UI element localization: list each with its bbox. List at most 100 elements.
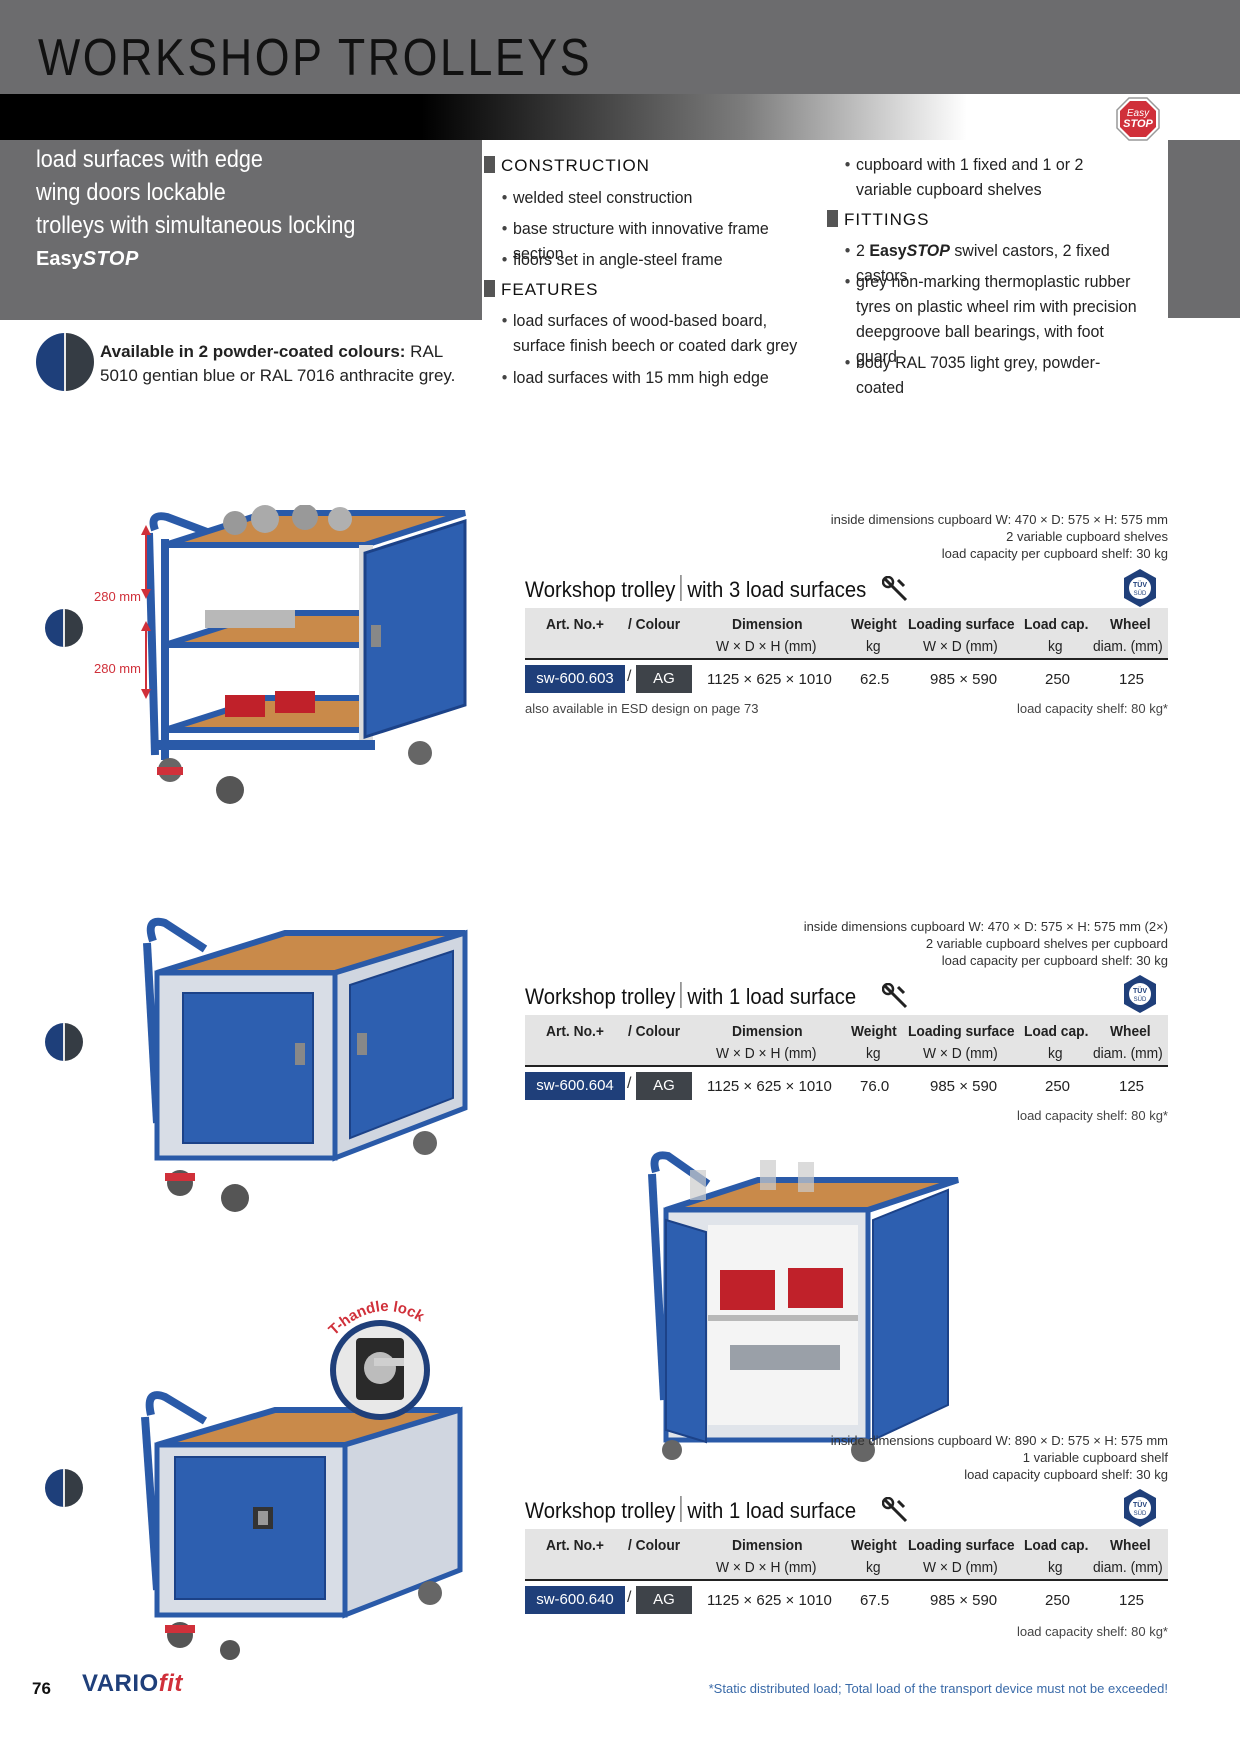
wheel-value: 125 <box>1119 1078 1145 1095</box>
features-item: cupboard with 1 fixed and 1 or 2 variabl… <box>845 152 1138 202</box>
header-gradient-bar <box>0 94 1240 140</box>
variofit-logo: VARIOfit <box>82 1670 183 1697</box>
col-art-no: Art. No.+ <box>546 616 604 633</box>
svg-text:TÜV: TÜV <box>1133 1500 1147 1509</box>
colour-swatch-icon <box>45 1469 83 1507</box>
svg-text:TÜV: TÜV <box>1133 580 1147 589</box>
col-wheel: Wheel <box>1110 1537 1151 1554</box>
svg-text:SÜD: SÜD <box>1134 996 1147 1003</box>
t-handle-lock-label: T-handle lock <box>326 1298 428 1339</box>
t-handle-lock-image <box>330 1320 430 1420</box>
col-loading-unit: W × D (mm) <box>923 638 998 655</box>
cupboard-info: inside dimensions cupboard W: 470 × D: 5… <box>830 512 1168 561</box>
badge-line2: STOP <box>1123 118 1153 130</box>
col-dimension: Dimension <box>732 616 803 633</box>
load-cap-value: 250 <box>1045 671 1071 688</box>
available-bold: Available in 2 powder-coated colours: <box>100 342 406 361</box>
spec-table-header <box>525 1529 1168 1579</box>
intro-line-1: load surfaces with edge <box>36 146 263 173</box>
col-loading-surface: Loading surface <box>908 1537 1015 1554</box>
col-loading-unit: W × D (mm) <box>923 1045 998 1062</box>
svg-text:SÜD: SÜD <box>1134 1510 1147 1517</box>
article-number[interactable]: sw-600.603 <box>525 665 625 693</box>
loading-surface-value: 985 × 590 <box>930 1592 998 1609</box>
svg-text:TÜV: TÜV <box>1133 986 1147 995</box>
dimension-value: 1125 × 625 × 1010 <box>707 671 832 688</box>
easystop-badge-icon: Easy STOP <box>1116 97 1160 141</box>
col-colour: / Colour <box>628 616 681 633</box>
svg-text:SÜD: SÜD <box>1134 590 1147 597</box>
construction-item: floors set in angle-steel frame <box>502 247 804 272</box>
col-loading-unit: W × D (mm) <box>923 1559 998 1576</box>
table-rule <box>525 1065 1168 1067</box>
page-number: 76 <box>32 1679 51 1698</box>
dimension-value: 1125 × 625 × 1010 <box>707 1592 832 1609</box>
features-item: load surfaces of wood-based board, surfa… <box>502 308 814 358</box>
shelf-capacity-note: load capacity shelf: 80 kg* <box>1016 701 1168 716</box>
intro-line-2: wing doors lockable <box>36 179 226 206</box>
table-rule <box>525 1579 1168 1581</box>
col-art-no: Art. No.+ <box>546 1023 604 1040</box>
colour-code: AG <box>636 1072 692 1100</box>
tuv-seal-icon: TÜV SÜD <box>1124 1489 1156 1527</box>
colour-swatch-icon <box>45 1023 83 1061</box>
construction-heading: CONSTRUCTION <box>484 156 650 176</box>
intro-panel <box>0 140 482 320</box>
loading-surface-value: 985 × 590 <box>930 1078 998 1095</box>
brand-prefix: Easy <box>36 248 83 270</box>
col-loading-surface: Loading surface <box>908 616 1015 633</box>
colour-code: AG <box>636 665 692 693</box>
loading-surface-value: 985 × 590 <box>930 671 998 688</box>
features-item: load surfaces with 15 mm high edge <box>502 365 804 390</box>
trolley-two-cupboards-image <box>143 917 468 1212</box>
brand-suffix: STOP <box>82 248 139 270</box>
colour-swatch-icon <box>36 333 94 391</box>
shelf-capacity-note: load capacity shelf: 80 kg* <box>1016 1108 1168 1123</box>
trolley-open-cupboard-image <box>648 1151 959 1462</box>
assembly-tool-icon <box>882 983 908 1009</box>
side-strip <box>1168 140 1240 318</box>
col-weight-unit: kg <box>866 1045 881 1062</box>
col-weight-unit: kg <box>866 638 881 655</box>
col-dimension-unit: W × D × H (mm) <box>716 1045 817 1062</box>
trolley-three-surfaces-image <box>145 505 467 804</box>
cupboard-info: inside dimensions cupboard W: 470 × D: 5… <box>803 919 1168 968</box>
shelf-spacing-label: 280 mm <box>94 661 141 676</box>
wheel-value: 125 <box>1119 671 1145 688</box>
col-wheel-unit: diam. (mm) <box>1093 1559 1163 1576</box>
col-dimension-unit: W × D × H (mm) <box>716 1559 817 1576</box>
construction-item: welded steel construction <box>502 185 804 210</box>
article-number[interactable]: sw-600.604 <box>525 1072 625 1100</box>
available-colours-text: Available in 2 powder-coated colours: RA… <box>100 340 460 388</box>
col-weight-unit: kg <box>866 1559 881 1576</box>
fittings-item: body RAL 7035 light grey, powder-coated <box>845 350 1147 400</box>
col-load-cap: Load cap. <box>1024 1537 1089 1554</box>
col-loadcap-unit: kg <box>1048 1045 1063 1062</box>
col-weight: Weight <box>851 1023 897 1040</box>
features-heading: FEATURES <box>484 280 598 300</box>
load-cap-value: 250 <box>1045 1592 1071 1609</box>
fittings-heading: FITTINGS <box>827 210 929 230</box>
weight-value: 62.5 <box>860 671 890 688</box>
col-dimension: Dimension <box>732 1023 803 1040</box>
wheel-value: 125 <box>1119 1592 1145 1609</box>
intro-line-3: trolleys with simultaneous locking <box>36 212 356 239</box>
col-art-no: Art. No.+ <box>546 1537 604 1554</box>
article-number[interactable]: sw-600.640 <box>525 1586 625 1614</box>
col-wheel-unit: diam. (mm) <box>1093 1045 1163 1062</box>
col-dimension: Dimension <box>732 1537 803 1554</box>
assembly-tool-icon <box>882 576 908 602</box>
col-wheel: Wheel <box>1110 616 1151 633</box>
weight-value: 76.0 <box>860 1078 890 1095</box>
col-load-cap: Load cap. <box>1024 616 1089 633</box>
spec-table-header <box>525 1015 1168 1065</box>
load-cap-value: 250 <box>1045 1078 1071 1095</box>
intro-easystop-brand: EasySTOP <box>36 248 139 271</box>
weight-value: 67.5 <box>860 1592 890 1609</box>
col-loadcap-unit: kg <box>1048 1559 1063 1576</box>
col-weight: Weight <box>851 1537 897 1554</box>
col-loadcap-unit: kg <box>1048 638 1063 655</box>
cupboard-info: inside dimensions cupboard W: 890 × D: 5… <box>830 1433 1168 1482</box>
shelf-capacity-note: load capacity shelf: 80 kg* <box>1016 1624 1168 1639</box>
